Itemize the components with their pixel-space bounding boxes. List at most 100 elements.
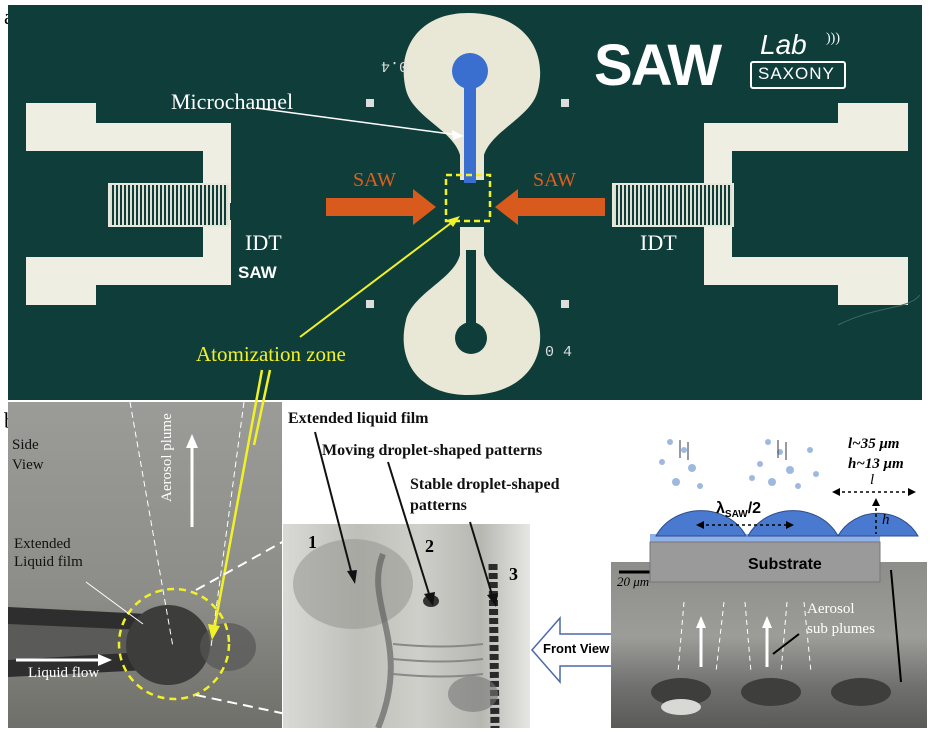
droplet-shadow	[651, 678, 711, 706]
atomization-zone-box	[444, 173, 492, 223]
moving-patterns-label: Moving droplet-shaped patterns	[322, 442, 543, 459]
film-label-pointer	[314, 431, 353, 576]
idt-left	[108, 183, 230, 227]
microchannel-path	[464, 71, 476, 183]
liquid-film-blob	[126, 605, 210, 685]
right-bottom-pad	[838, 257, 908, 305]
zoom-circle	[117, 587, 231, 701]
saw-arrow-right	[495, 189, 605, 225]
left-top-bus	[88, 123, 213, 151]
wireless-icon: )))	[826, 31, 840, 46]
zoom-connector-head	[208, 624, 220, 640]
sub-plume-line	[677, 601, 685, 673]
film-label-pointer-head	[347, 570, 357, 584]
extended-film-side-1: Extended	[14, 536, 71, 552]
outlet-port	[455, 322, 487, 354]
idt-label-right: IDT	[640, 230, 677, 255]
stable-label-pointer-head	[487, 593, 498, 607]
atomization-zone-label: Atomization zone	[196, 342, 346, 366]
lambda-subscript: SAW	[724, 509, 748, 521]
sub-plume-arrow-head	[762, 616, 772, 628]
saw-logo-text: SAW	[594, 33, 722, 98]
alignment-mark	[366, 99, 374, 107]
front-view-drawing	[293, 539, 500, 728]
microchannel-label: Microchannel	[171, 89, 294, 114]
dark-region	[448, 676, 498, 712]
l-symbol-label: l	[870, 472, 875, 488]
scale-bar-label: 20 μm	[617, 574, 650, 589]
saxony-logo-box	[750, 61, 846, 89]
zoom-connector-top	[252, 369, 272, 446]
left-bottom-bus	[88, 257, 213, 285]
marker-2: 2	[425, 536, 434, 556]
extended-liquid-film-label: Extended liquid film	[288, 410, 429, 427]
saw-label-left: SAW	[353, 169, 396, 191]
droplet-3	[837, 512, 919, 537]
side-view-image: Side View Extended Liquid film Liquid fl…	[8, 402, 282, 728]
side-view-label-1: Side	[12, 437, 39, 453]
idt-right	[612, 183, 734, 227]
alignment-mark	[366, 300, 374, 308]
saw-label-right: SAW	[533, 169, 576, 191]
surface-scratch	[837, 294, 921, 326]
saw-device-photo: SAW Lab SAXONY ))) SAW 0.4 0 4 Microchan…	[8, 5, 922, 400]
substrate-block	[649, 541, 881, 583]
front-connector-top	[195, 539, 287, 591]
marker-3: 3	[509, 564, 518, 584]
right-bottom-lead	[704, 220, 732, 285]
saxony-logo-text: SAXONY	[758, 64, 835, 83]
sub-plumes-label-2: sub plumes	[807, 621, 875, 637]
h-symbol-label: h	[882, 512, 890, 528]
droplet-shadow	[741, 678, 801, 706]
lambda-arrow-right	[786, 521, 794, 529]
moving-label-pointer-head	[424, 592, 435, 606]
film-pointer	[85, 581, 144, 625]
l-value-label: l~35 μm	[848, 436, 900, 452]
idt-label-left: IDT	[245, 230, 282, 255]
droplet-shadow	[831, 678, 891, 706]
h-value-label: h~13 μm	[848, 456, 904, 472]
sub-plume-arrow-head	[696, 616, 706, 628]
side-view-label-2: View	[12, 457, 44, 473]
mark-bottom: 0 4	[545, 344, 573, 361]
lab-logo-text: Lab	[760, 29, 807, 60]
sub-plume-line	[744, 601, 752, 673]
front-view-image: 1 2 3	[283, 524, 530, 728]
stable-label-pointer	[469, 521, 494, 599]
lambda-arrow-left	[696, 521, 704, 529]
microchannel-pointer-head	[452, 130, 464, 140]
right-photo-drawing	[619, 569, 902, 715]
spray-droplets	[659, 439, 819, 489]
right-top-bus	[721, 123, 846, 151]
droplet-highlight	[661, 699, 701, 715]
extended-film-side-2: Liquid film	[14, 554, 83, 570]
droplet-schematic	[649, 439, 919, 583]
outlet-channel	[466, 250, 476, 330]
h-arrow-top	[872, 498, 880, 506]
lambda-label: λSAW/2	[716, 500, 761, 520]
sub-plume-line	[803, 601, 812, 673]
fluidic-structure	[255, 13, 921, 395]
stable-patterns-label-1: Stable droplet-shaped	[410, 476, 560, 493]
side-view-drawing	[8, 402, 256, 701]
aerosol-arrow-head	[186, 434, 198, 448]
lambda-suffix: /2	[747, 500, 762, 517]
alignment-mark	[561, 300, 569, 308]
liquid-flow-label: Liquid flow	[28, 665, 100, 681]
spray-streaks	[679, 440, 787, 460]
plume-boundary-right	[210, 402, 245, 648]
moving-pattern-boundary	[375, 552, 394, 728]
plume-boundary-left	[129, 402, 174, 648]
saw-arrow-left	[326, 189, 436, 225]
liquid-layer	[650, 534, 880, 542]
h-pointer-line	[890, 569, 902, 683]
liquid-flow-arrow-head	[98, 654, 112, 666]
stable-patterns-label-2: patterns	[410, 497, 467, 514]
right-top-pad	[838, 103, 908, 151]
atomization-pointer	[299, 219, 456, 338]
alignment-mark	[561, 99, 569, 107]
left-bottom-lead	[203, 220, 231, 285]
marker-1: 1	[308, 532, 317, 552]
